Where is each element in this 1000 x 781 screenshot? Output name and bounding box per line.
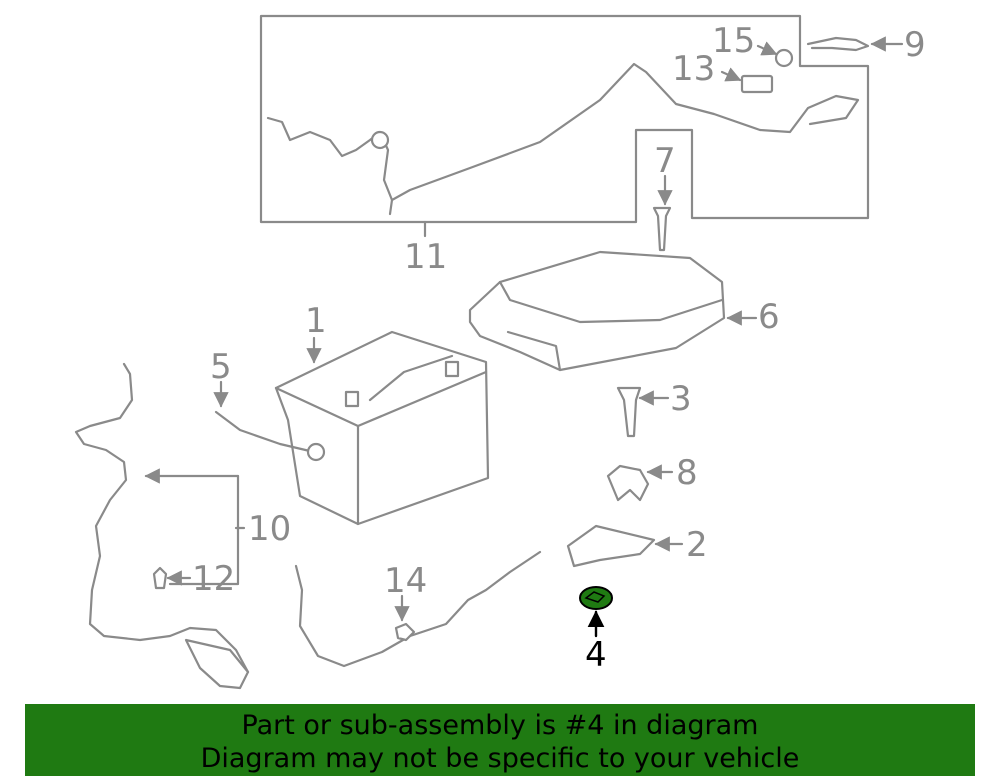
callout-5: 5 [210,347,232,387]
callout-13: 13 [672,49,715,89]
part-8-clamp[interactable] [606,464,674,502]
callout-4: 4 [585,635,607,675]
part-12-clip[interactable] [152,566,192,590]
part-2-bracket[interactable] [566,524,684,568]
callout-9: 9 [904,25,926,65]
callout-2: 2 [686,525,708,565]
part-11-harness-group[interactable] [259,14,870,238]
callout-12: 12 [192,559,235,599]
leader-13 [720,67,742,82]
leader-15 [756,41,778,56]
part-14-cable[interactable] [294,550,542,668]
callout-15: 15 [712,21,755,61]
part-3-bolt[interactable] [616,386,670,438]
part-5-cable[interactable] [213,380,326,462]
banner-line-2: Diagram may not be specific to your vehi… [200,743,800,774]
part-7-bolt[interactable] [652,174,673,252]
part-10-cable-harness[interactable] [74,362,250,690]
callout-14: 14 [384,561,427,601]
parts-diagram: 1 2 3 4 5 6 7 8 9 10 11 12 13 14 15 [74,14,926,690]
part-1-battery[interactable] [274,330,490,526]
callout-11: 11 [404,237,447,277]
part-4-grommet-highlighted[interactable] [579,586,613,638]
callout-6: 6 [758,297,780,337]
banner-line-1: Part or sub-assembly is #4 in diagram [241,710,759,741]
part-6-battery-cover[interactable] [468,250,758,372]
callout-3: 3 [670,379,692,419]
info-banner: Part or sub-assembly is #4 in diagram Di… [25,704,975,776]
callout-8: 8 [676,453,698,493]
callout-10: 10 [248,509,291,549]
callout-7: 7 [654,141,676,181]
callout-1: 1 [305,301,327,341]
